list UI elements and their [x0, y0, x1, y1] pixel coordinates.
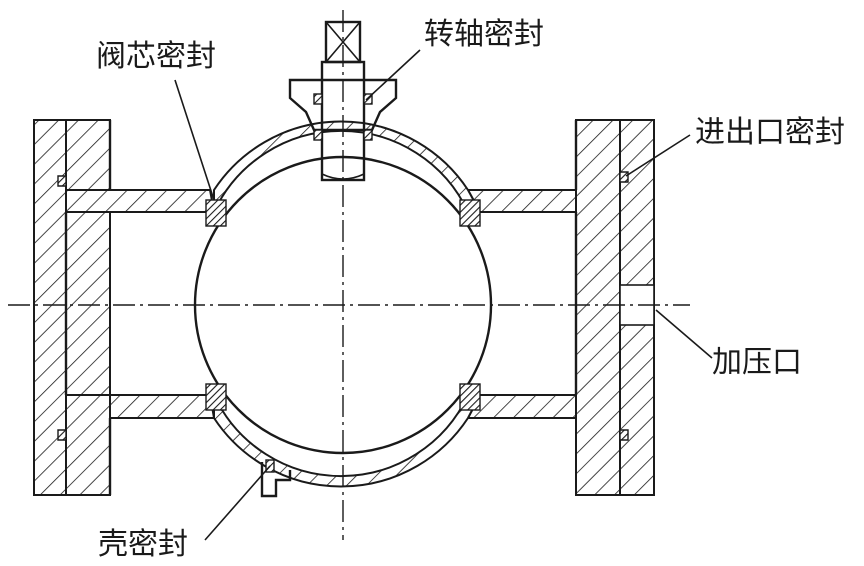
body-wall-lower-left [66, 394, 216, 419]
left-flange [33, 119, 111, 496]
body-wall-lower-right [466, 394, 577, 419]
label-shaft-seal: 转轴密封 [424, 17, 544, 52]
lower-trunnion [260, 462, 292, 498]
leader-inlet-outlet-seal [625, 134, 691, 177]
leader-pressurization-port [655, 309, 713, 359]
label-valve-core-seal: 阀芯密封 [96, 39, 216, 74]
lower-shell [213, 394, 482, 488]
upper-shell [213, 120, 482, 213]
seat-upper-right [459, 199, 481, 227]
label-pressurization-port: 加压口 [712, 345, 802, 380]
stem-seal-3 [313, 129, 323, 141]
seat-lower-right [459, 383, 481, 411]
leader-valve-core-seal [174, 79, 215, 201]
body-wall-upper-left [65, 189, 216, 213]
label-shell-seal: 壳密封 [98, 527, 188, 562]
seat-upper-left [205, 199, 227, 227]
stem-seal-1 [313, 93, 323, 105]
body-wall-upper-right [466, 189, 577, 213]
label-inlet-outlet-seal: 进出口密封 [695, 115, 845, 150]
leader-shell-seal [204, 465, 271, 541]
right-flange [575, 119, 655, 496]
stem-seal-4 [363, 129, 373, 141]
leader-shaft-seal [365, 49, 421, 101]
seat-lower-left [205, 383, 227, 411]
